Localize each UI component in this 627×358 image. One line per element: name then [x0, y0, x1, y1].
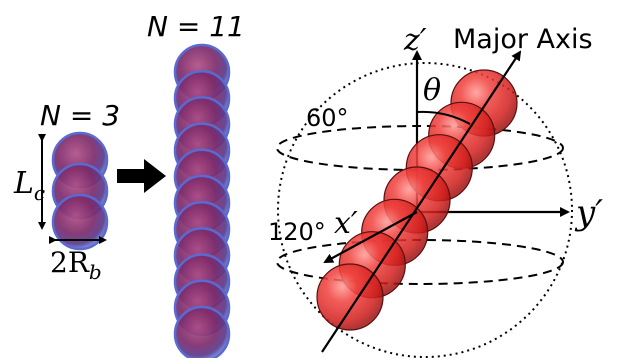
unit-sphere-outline: [277, 62, 573, 358]
major-axis-line: [321, 50, 522, 353]
x-axis-label: x′: [334, 206, 358, 241]
x-axis-arrow: [323, 211, 418, 263]
length-label: Lc: [13, 166, 45, 205]
small-rod-sphere: [51, 193, 109, 251]
z-axis-label: z′: [403, 23, 427, 58]
angle-60-label: 60°: [306, 104, 349, 132]
long-rod-group: N = 11: [147, 10, 245, 358]
diameter-label: 2Rb: [50, 246, 102, 284]
major-axis-label: Major Axis: [453, 24, 593, 55]
long-rod-sphere: [173, 305, 231, 358]
long-rod: [173, 43, 231, 358]
small-rod-group: N = 3 Lc 2Rb: [13, 99, 120, 284]
red-sphere-chain: [316, 69, 518, 331]
small-rod: [51, 131, 109, 251]
upper-latitude-ellipse: [276, 125, 564, 171]
y-axis-label: y′: [574, 193, 603, 233]
small-rod-n-label: N = 3: [40, 99, 120, 132]
orientation-diagram: z′ Major Axis θ 60° 120° x′ y′: [268, 23, 603, 358]
theta-label: θ: [423, 73, 441, 108]
right-arrow-icon: [117, 159, 166, 193]
theta-arc: [416, 110, 471, 125]
long-rod-n-label: N = 11: [147, 10, 245, 43]
angle-120-label: 120°: [268, 218, 326, 246]
red-sphere: [316, 263, 384, 331]
